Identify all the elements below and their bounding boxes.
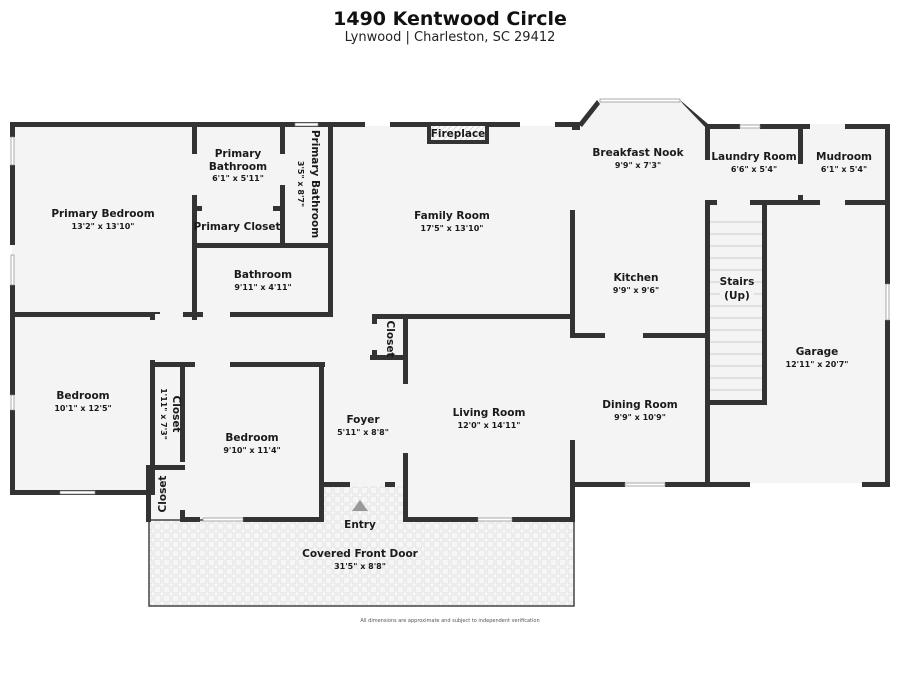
- floor-areas: [12, 100, 889, 522]
- svg-text:31'5" x 8'8": 31'5" x 8'8": [334, 562, 386, 571]
- svg-text:Bathroom: Bathroom: [209, 161, 267, 173]
- svg-text:Bedroom: Bedroom: [225, 432, 278, 444]
- svg-text:1'11" x 7'3": 1'11" x 7'3": [159, 388, 168, 440]
- room-primary-bathroom: Primary Bathroom 6'1" x 5'11": [209, 148, 267, 183]
- dimensions-disclaimer: All dimensions are approximate and subje…: [360, 618, 540, 624]
- svg-text:9'11" x 4'11": 9'11" x 4'11": [234, 283, 291, 292]
- svg-text:Fireplace: Fireplace: [431, 128, 486, 140]
- property-address-title: 1490 Kentwood Circle: [333, 8, 567, 30]
- room-primary-bathroom-2: Primary Bathroom 3'5" x 8'7": [296, 130, 321, 238]
- room-family-room: Family Room 17'5" x 13'10": [414, 210, 490, 233]
- svg-text:6'1" x 5'11": 6'1" x 5'11": [212, 174, 264, 183]
- room-mudroom: Mudroom 6'1" x 5'4": [816, 151, 872, 174]
- room-stairs: Stairs (Up): [720, 274, 755, 302]
- svg-text:Primary Bedroom: Primary Bedroom: [51, 208, 154, 220]
- fireplace: Fireplace: [427, 124, 489, 144]
- room-primary-bedroom: Primary Bedroom 13'2" x 13'10": [51, 208, 154, 231]
- svg-text:Closet: Closet: [157, 476, 169, 513]
- room-closet-2: Closet: [157, 476, 169, 513]
- svg-text:9'9" x 9'6": 9'9" x 9'6": [613, 286, 659, 295]
- svg-text:12'11" x 20'7": 12'11" x 20'7": [786, 360, 849, 369]
- svg-text:Kitchen: Kitchen: [613, 272, 658, 284]
- svg-text:13'2" x 13'10": 13'2" x 13'10": [72, 222, 135, 231]
- svg-text:3'5" x 8'7": 3'5" x 8'7": [296, 161, 305, 207]
- room-closet-1: Closet 1'11" x 7'3": [159, 388, 182, 440]
- svg-text:Closet: Closet: [170, 396, 182, 433]
- svg-text:10'1" x 12'5": 10'1" x 12'5": [54, 404, 111, 413]
- svg-text:Entry: Entry: [344, 519, 376, 531]
- room-entry: Entry: [344, 519, 376, 531]
- svg-text:5'11" x 8'8": 5'11" x 8'8": [337, 428, 389, 437]
- svg-text:12'0" x 14'11": 12'0" x 14'11": [458, 421, 521, 430]
- svg-text:Bathroom: Bathroom: [234, 269, 292, 281]
- walls: [10, 100, 890, 522]
- svg-text:9'9" x 10'9": 9'9" x 10'9": [614, 413, 666, 422]
- windows: [10, 98, 890, 522]
- svg-text:Bedroom: Bedroom: [56, 390, 109, 402]
- svg-text:Mudroom: Mudroom: [816, 151, 872, 163]
- svg-text:Covered Front Door: Covered Front Door: [302, 548, 419, 560]
- svg-text:Garage: Garage: [796, 346, 839, 358]
- room-garage: Garage 12'11" x 20'7": [786, 346, 849, 369]
- room-bathroom: Bathroom 9'11" x 4'11": [234, 269, 292, 292]
- header: 1490 Kentwood Circle Lynwood | Charlesto…: [0, 8, 900, 45]
- room-bedroom-1: Bedroom 10'1" x 12'5": [54, 390, 111, 413]
- room-breakfast-nook: Breakfast Nook 9'9" x 7'3": [592, 147, 684, 170]
- svg-text:Foyer: Foyer: [346, 414, 380, 426]
- stairs: [710, 205, 767, 402]
- room-laundry-room: Laundry Room 6'6" x 5'4": [711, 151, 796, 174]
- svg-text:Laundry Room: Laundry Room: [711, 151, 796, 163]
- room-foyer: Foyer 5'11" x 8'8": [337, 414, 389, 437]
- room-primary-closet: Primary Closet: [193, 221, 280, 233]
- svg-text:Dining Room: Dining Room: [602, 399, 678, 411]
- covered-porch-area: [148, 519, 575, 607]
- svg-text:(Up): (Up): [724, 290, 750, 302]
- entry-paver: [323, 486, 405, 522]
- svg-text:Primary: Primary: [215, 148, 262, 160]
- svg-text:Stairs: Stairs: [720, 276, 755, 288]
- svg-text:Living Room: Living Room: [453, 407, 526, 419]
- property-location-subtitle: Lynwood | Charleston, SC 29412: [344, 30, 556, 45]
- room-covered-front-door: Covered Front Door 31'5" x 8'8": [302, 548, 419, 571]
- svg-text:Closet: Closet: [384, 321, 396, 358]
- room-hall-closet: Closet: [384, 321, 396, 358]
- entry-arrow-icon: [352, 500, 368, 511]
- svg-text:Family Room: Family Room: [414, 210, 490, 222]
- room-bedroom-2: Bedroom 9'10" x 11'4": [223, 432, 280, 455]
- svg-text:9'9" x 7'3": 9'9" x 7'3": [615, 161, 661, 170]
- svg-text:Breakfast Nook: Breakfast Nook: [592, 147, 684, 159]
- svg-text:Primary Bathroom: Primary Bathroom: [309, 130, 321, 238]
- room-living-room: Living Room 12'0" x 14'11": [453, 407, 526, 430]
- svg-text:6'6" x 5'4": 6'6" x 5'4": [731, 165, 777, 174]
- svg-text:9'10" x 11'4": 9'10" x 11'4": [223, 446, 280, 455]
- svg-text:Primary Closet: Primary Closet: [193, 221, 280, 233]
- svg-text:17'5" x 13'10": 17'5" x 13'10": [421, 224, 484, 233]
- room-dining-room: Dining Room 9'9" x 10'9": [602, 399, 678, 422]
- svg-text:6'1" x 5'4": 6'1" x 5'4": [821, 165, 867, 174]
- room-kitchen: Kitchen 9'9" x 9'6": [613, 272, 659, 295]
